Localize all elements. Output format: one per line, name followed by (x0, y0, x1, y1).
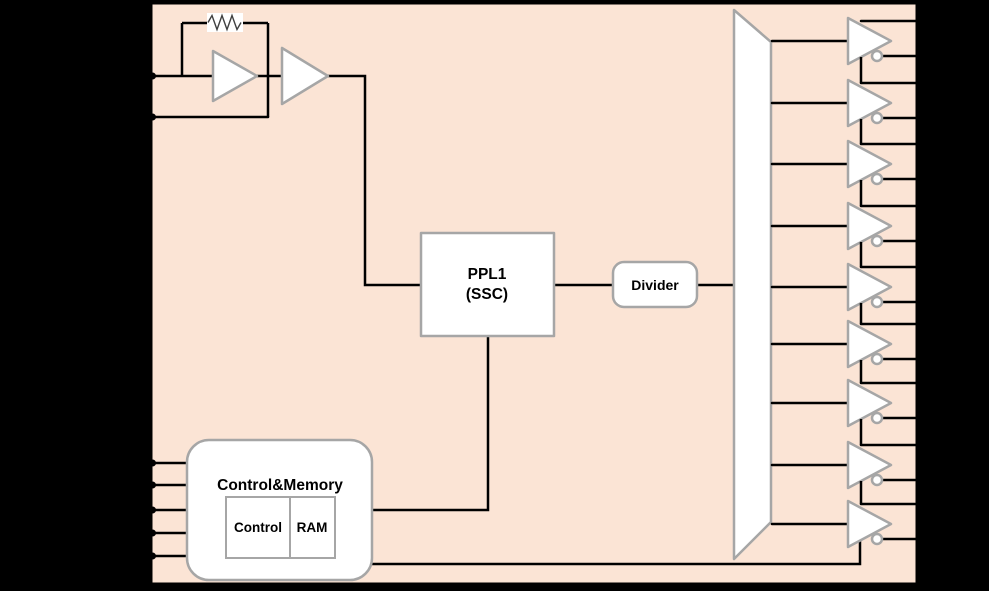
inverting-output-bubble-icon (870, 49, 884, 63)
pin-dot (149, 529, 156, 537)
crystal-oscillator (207, 13, 330, 106)
output-buffer-icon (846, 16, 893, 66)
pin-dot (149, 459, 156, 467)
ram-box (289, 496, 336, 559)
inverting-output-bubble-icon (870, 411, 884, 425)
inverting-output-bubble-icon (870, 111, 884, 125)
pll-block: PPL1 (SSC) (419, 231, 556, 338)
output-buffer-icon (846, 139, 893, 189)
output-buffer-icon (846, 201, 893, 251)
output-buffer-channel (770, 119, 920, 189)
inverting-output-bubble-icon (870, 295, 884, 309)
pll-label-line2: (SSC) (466, 286, 508, 303)
output-buffer-channel (770, 481, 920, 549)
output-buffer-icon (846, 78, 893, 128)
control-memory-label: Control&Memory (217, 477, 343, 494)
output-buffer-icon (846, 378, 893, 428)
inverting-output-bubble-icon (870, 473, 884, 487)
control-memory-block: Control&Memory Control RAM (185, 438, 374, 582)
control-box (225, 496, 291, 559)
output-buffers (770, 16, 920, 549)
output-buffer-icon (846, 440, 893, 490)
inverting-output-bubble-icon (870, 352, 884, 366)
inverting-output-bubble-icon (870, 234, 884, 248)
output-buffer-channel (770, 360, 920, 428)
pin-dot (149, 481, 156, 489)
divider-box (611, 260, 699, 309)
mux-trapezoid (732, 8, 773, 561)
control-to-buffer9-wire (372, 541, 862, 566)
ram-label: RAM (297, 520, 328, 535)
output-buffer-channel (770, 16, 920, 66)
pin-dot (149, 72, 156, 80)
pin-dot (149, 552, 156, 560)
output-buffer-icon (846, 319, 893, 369)
oscillator-buffer-icon (280, 46, 330, 106)
pin-dot (149, 506, 156, 514)
output-buffer-channel (770, 242, 920, 312)
output-buffer-channel (770, 180, 920, 251)
output-buffer-channel (770, 303, 920, 369)
output-buffer-icon (846, 262, 893, 312)
wires-layer (149, 21, 862, 566)
pll-label-line1: PPL1 (468, 266, 507, 283)
control-to-pll-wire (372, 336, 490, 512)
pin-dot (149, 113, 156, 121)
divider-block: Divider (611, 260, 699, 309)
control-input-pins (149, 459, 189, 560)
output-buffer-channel (770, 57, 920, 128)
pll-box (419, 231, 556, 338)
oscillator-amp-icon (211, 49, 259, 103)
resistor-icon (207, 13, 242, 32)
control-label: Control (234, 520, 282, 535)
output-buffer-icon (846, 499, 893, 549)
osc-to-pll-wire (326, 74, 423, 287)
divider-label: Divider (631, 277, 679, 293)
inverting-output-bubble-icon (870, 172, 884, 186)
output-buffer-channel (770, 419, 920, 490)
inverting-output-bubble-icon (870, 532, 884, 546)
